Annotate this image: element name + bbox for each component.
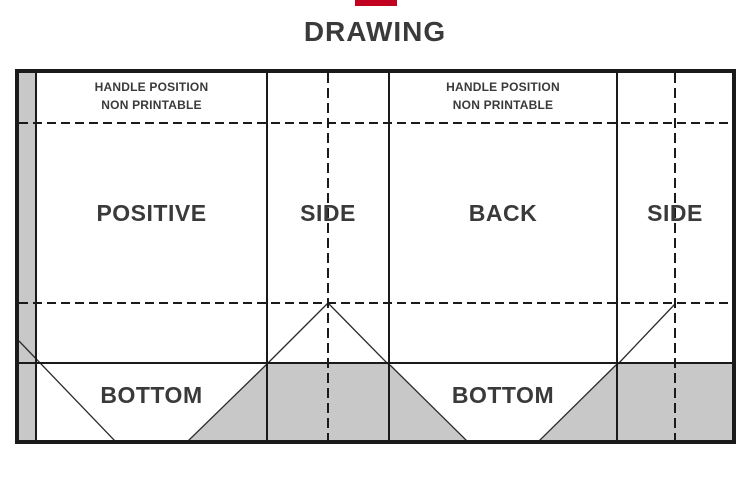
front-panel-label: POSITIVE (96, 200, 207, 226)
side-left-gusset-descending-diagonal (327, 302, 389, 365)
bag-template-diagram: HANDLE POSITION NON PRINTABLE HANDLE POS… (15, 69, 736, 444)
fold-lines-layer (19, 302, 676, 440)
back-side-divider-line (616, 73, 618, 440)
back-bottom-left-fold-diagonal (389, 364, 467, 440)
bottom-gusset-crease-line (19, 302, 732, 304)
back-bottom-right-fold-diagonal (539, 364, 617, 440)
side-right-center-crease-line (674, 73, 676, 440)
side-left-gusset-ascending-diagonal (266, 302, 329, 365)
front-side-divider-line (266, 73, 268, 440)
brand-accent-bar (355, 0, 397, 6)
front-bottom-label: BOTTOM (100, 382, 203, 408)
back-bottom-label: BOTTOM (451, 382, 555, 408)
side-back-divider-line (388, 73, 390, 440)
handle-area-crease-line (19, 122, 732, 124)
back-handle-note-line1: HANDLE POSITION (446, 80, 560, 94)
glue-flap-strip (19, 73, 35, 440)
front-bottom-right-fold-diagonal (188, 363, 268, 440)
back-handle-note: HANDLE POSITION NON PRINTABLE (390, 78, 616, 114)
side-right-gusset-ascending-diagonal (617, 303, 676, 365)
back-handle-note-line2: NON PRINTABLE (452, 98, 554, 112)
page-title: DRAWING (303, 16, 447, 47)
front-handle-note: HANDLE POSITION NON PRINTABLE (37, 78, 266, 114)
front-handle-note-line2: NON PRINTABLE (101, 98, 202, 112)
bottom-fold-line (19, 362, 732, 364)
back-panel-label: BACK (468, 200, 538, 226)
side-left-center-crease-line (327, 73, 329, 440)
side-left-panel-label: SIDE (300, 200, 356, 226)
front-handle-note-line1: HANDLE POSITION (94, 80, 209, 94)
glue-flap-divider-line (35, 73, 37, 440)
side-right-panel-label: SIDE (647, 200, 703, 226)
